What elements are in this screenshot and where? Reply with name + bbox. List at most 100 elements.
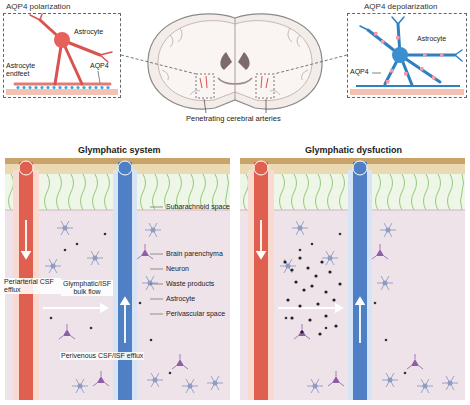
polarized-astrocyte [64,86,67,89]
panel-title: Glymphatic dysfuction [305,145,402,155]
depolarized-astrocyte [381,40,385,44]
waste-accumulation [328,270,331,273]
polarized-astrocyte [22,86,25,89]
brain-coronal [256,74,274,98]
part-label: Astrocyte [417,35,446,43]
waste-accumulation [332,298,335,301]
waste-accumulation [283,260,286,263]
brain-coronal [235,18,236,100]
polarized-astrocyte [54,32,70,48]
polarized-astrocyte [46,86,49,89]
polarized-astrocyte [98,71,100,83]
waste-accumulation [318,332,321,335]
depolarized-astrocyte [432,76,436,80]
depolarized-astrocyte [396,36,400,40]
waste-accumulation [298,304,301,307]
polarized-astrocyte [16,86,19,89]
part-label: Penetrating cerebral arteries [186,115,281,124]
depolarized-astrocyte [404,72,408,76]
depolarized-astrocyte [440,53,444,57]
depolarized-astrocyte [356,85,460,87]
part-label: Astrocyte [74,28,103,36]
depolarized-astrocyte [360,17,462,61]
part-label: AQP4 [350,68,369,76]
polarized-astrocyte [6,14,118,95]
depolarized-astrocyte [386,80,390,84]
polarized-astrocyte [82,86,85,89]
part-label: Subarachnoid space [166,203,230,211]
waste-accumulation [290,316,293,319]
waste-accumulation [286,298,289,301]
leader-lines [150,207,163,314]
polarized-astrocyte [100,86,103,89]
depolarized-astrocyte [423,53,427,57]
inset-heading: AQP4 depolarization [364,2,437,11]
polarized-astrocyte [34,86,37,89]
depolarized-astrocyte [392,47,408,63]
polarized-astrocyte [76,86,79,89]
part-label: Perivascular space [166,310,225,318]
polarized-astrocyte [94,86,97,89]
inset-heading: AQP4 polarization [6,2,70,11]
brain-coronal [200,76,268,88]
part-label: AQP4 [90,62,109,70]
part-label: Astrocyte endfeet [6,62,48,78]
polarized-astrocyte [58,86,61,89]
polarized-astrocyte [28,86,31,89]
depolarized-astrocyte [390,69,394,73]
polarized-astrocyte [15,83,110,86]
part-label: Waste products [166,280,214,288]
polarized-astrocyte [52,86,55,89]
illustration [240,158,465,400]
brain-coronal [218,78,252,84]
part-label: Brain parenchyma [166,250,223,258]
waste-accumulation [338,282,341,285]
depolarized-astrocyte [350,17,464,95]
polarized-astrocyte [40,86,43,89]
waste-accumulation [314,274,317,277]
waste-accumulation [324,314,327,317]
part-label: Perivenous CSF/ISF efflux [60,352,144,360]
brain-coronal [204,99,266,113]
depolarized-astrocyte [372,73,381,74]
brain-coronal [121,14,347,113]
waste-accumulation [300,330,303,333]
brain-coronal [121,55,347,74]
part-label: Astrocyte [166,295,195,303]
polarized-astrocyte [16,86,109,89]
polarized-astrocyte [30,14,112,62]
brain-coronal [196,74,214,98]
waste-accumulation [290,268,293,271]
brain-coronal [220,52,249,70]
waste-accumulation [308,318,311,321]
waste-accumulation [316,302,319,305]
depolarized-astrocyte [368,24,455,85]
depolarized-astrocyte [420,67,424,71]
waste-accumulation [298,256,301,259]
polarized-astrocyte [106,86,109,89]
brain-coronal [162,28,308,95]
depolarized-astrocyte [374,32,378,36]
polarized-astrocyte [88,86,91,89]
waste-accumulation [324,290,327,293]
inset-box: AQP4 depolarizationAstrocyteAQP4 [347,13,467,98]
panel-title: Glymphatic system [78,145,161,155]
waste-accumulation [302,288,305,291]
polarized-astrocyte [70,86,73,89]
waste-accumulation [310,284,313,287]
waste-accumulation [334,324,337,327]
polarized-astrocyte [6,89,118,95]
inset-box: AQP4 polarizationAstrocyteAstrocyte endf… [3,13,121,98]
brain-coronal [148,14,322,109]
depolarized-astrocyte [350,89,464,95]
waste-accumulation [320,260,323,263]
part-label: Neuron [166,265,189,273]
waste-accumulation [283,256,341,335]
part-label: Periarterial CSF efflux [3,278,61,294]
leader-lines [150,207,163,314]
waste-accumulation [306,266,309,269]
waste-accumulation [294,280,297,283]
